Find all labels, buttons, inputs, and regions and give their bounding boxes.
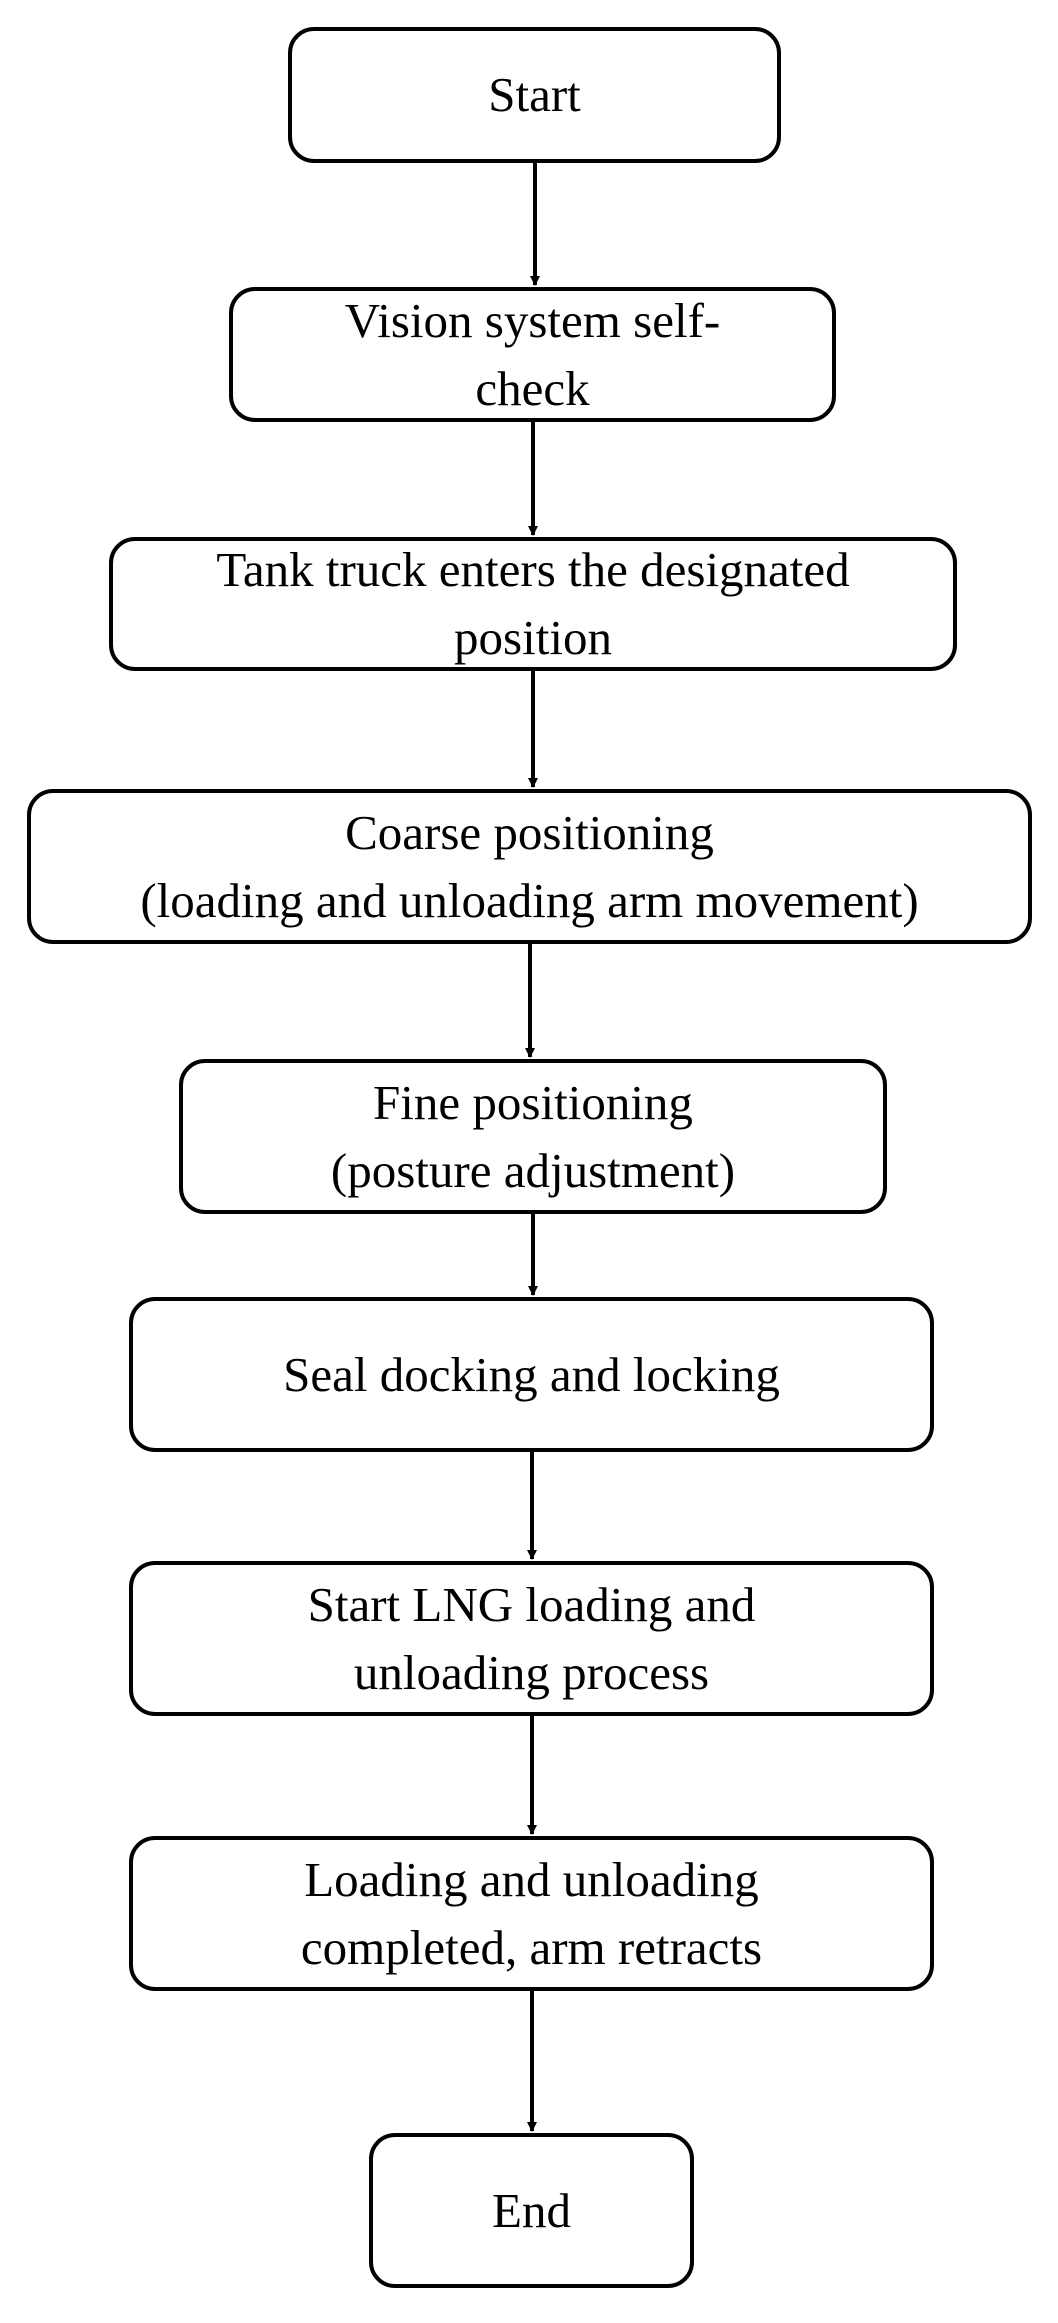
vision-self-check-node: Vision system self- check bbox=[229, 287, 836, 422]
node-text-line: (posture adjustment) bbox=[330, 1142, 736, 1198]
node-text-line: position bbox=[454, 610, 612, 665]
node-text-line: Coarse positioning bbox=[345, 804, 714, 860]
start-node: Start bbox=[288, 27, 781, 163]
node-text-line: Start bbox=[488, 67, 581, 122]
loading-completed-node: Loading and unloading completed, arm ret… bbox=[129, 1836, 934, 1991]
seal-docking-locking-node: Seal docking and locking bbox=[129, 1297, 934, 1452]
node-text-line: Seal docking and locking bbox=[283, 1346, 780, 1402]
fine-positioning-node: Fine positioning (posture adjustment) bbox=[179, 1059, 887, 1214]
node-text-line: unloading process bbox=[353, 1644, 710, 1700]
end-node: End bbox=[369, 2133, 694, 2288]
node-text-line: Fine positioning bbox=[373, 1074, 693, 1130]
start-lng-process-node: Start LNG loading and unloading process bbox=[129, 1561, 934, 1716]
node-text-line: completed, arm retracts bbox=[300, 1919, 763, 1975]
node-text-line: check bbox=[475, 360, 590, 416]
node-text-line: Loading and unloading bbox=[304, 1851, 759, 1907]
node-text-line: Start LNG loading and bbox=[307, 1576, 756, 1632]
node-text-line: (loading and unloading arm movement) bbox=[140, 872, 919, 928]
node-text-line: Tank truck enters the designated bbox=[216, 542, 850, 597]
truck-enters-position-node: Tank truck enters the designated positio… bbox=[109, 537, 957, 671]
coarse-positioning-node: Coarse positioning (loading and unloadin… bbox=[27, 789, 1032, 944]
node-text-line: Vision system self- bbox=[344, 292, 721, 348]
node-text-line: End bbox=[492, 2182, 571, 2238]
